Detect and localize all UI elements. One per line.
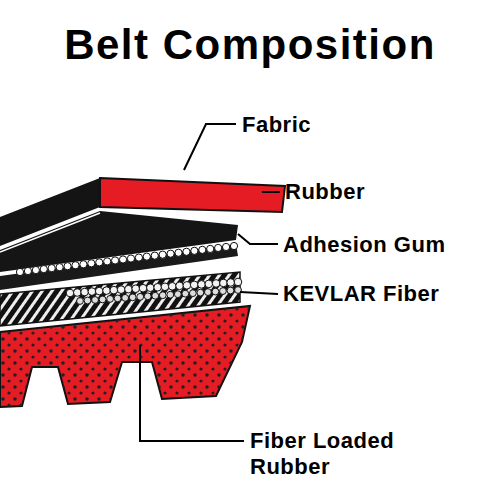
bead (174, 291, 181, 298)
bead (167, 291, 174, 298)
leader-line (184, 124, 236, 170)
bead (212, 280, 220, 288)
bead (190, 281, 198, 289)
bead (104, 258, 111, 265)
bead (182, 290, 189, 297)
bead (220, 279, 228, 287)
bead (40, 266, 47, 273)
bead (114, 295, 121, 302)
bead (139, 284, 147, 292)
bead (132, 285, 140, 293)
leader-line (262, 191, 280, 193)
bead (191, 247, 198, 254)
bead (64, 263, 71, 270)
bead (125, 285, 133, 293)
bead (77, 298, 84, 305)
bead (175, 249, 182, 256)
bead (159, 251, 166, 258)
bead (212, 288, 219, 295)
bead (144, 293, 151, 300)
bead (119, 256, 126, 263)
bead (151, 252, 158, 259)
part-label: Rubber (285, 179, 365, 204)
bead (99, 296, 106, 303)
bead (137, 293, 144, 300)
bead (96, 259, 103, 266)
layer-edge (0, 213, 100, 252)
bead (154, 283, 162, 291)
bead (176, 282, 184, 290)
bead (183, 248, 190, 255)
bead (72, 262, 79, 269)
bead (74, 289, 82, 297)
bead (198, 281, 206, 289)
part-label: Adhesion Gum (283, 232, 445, 257)
bead (127, 255, 134, 262)
bead (215, 244, 222, 251)
bead (117, 286, 125, 294)
bead (161, 283, 169, 291)
bead (205, 289, 212, 296)
fiber-loaded-rubber-body (0, 306, 250, 407)
bead (110, 286, 118, 294)
rubber-layer (100, 178, 285, 212)
diagram-title: Belt Composition (64, 21, 436, 69)
bead (92, 297, 99, 304)
bead (227, 287, 234, 294)
bead (227, 279, 235, 287)
bead (205, 280, 213, 288)
bead (230, 242, 237, 249)
bead (168, 283, 176, 291)
bead (135, 254, 142, 261)
bead (147, 284, 155, 292)
bead (152, 292, 159, 299)
bead (107, 296, 114, 303)
bead (80, 261, 87, 268)
bead (88, 260, 95, 267)
bead (112, 257, 119, 264)
bead (143, 253, 150, 260)
bead (183, 282, 191, 290)
bead (56, 264, 63, 271)
bead (129, 294, 136, 301)
part-label: Fiber Loaded Rubber (250, 428, 450, 479)
bead (122, 294, 129, 301)
bead (234, 278, 242, 286)
bead (16, 268, 23, 275)
part-label: KEVLAR Fiber (283, 281, 439, 306)
bead (167, 250, 174, 257)
bead (103, 287, 111, 295)
bead (24, 267, 31, 274)
fiber-texture (0, 306, 250, 407)
bead (222, 243, 229, 250)
bead (32, 266, 39, 273)
bead (84, 297, 91, 304)
bead (81, 288, 89, 296)
leader-line (140, 345, 244, 441)
leader-line (240, 292, 278, 294)
bead (66, 289, 74, 297)
leader-line (238, 234, 278, 244)
bead (197, 289, 204, 296)
adhesion-gum-beads (16, 242, 237, 275)
bead (88, 288, 96, 296)
part-label: Fabric (242, 112, 311, 137)
bead (199, 246, 206, 253)
bead (207, 245, 214, 252)
bead (159, 292, 166, 299)
bead (220, 288, 227, 295)
bead (189, 290, 196, 297)
kevlar-cords (66, 278, 242, 304)
bead (48, 265, 55, 272)
bead (95, 287, 103, 295)
